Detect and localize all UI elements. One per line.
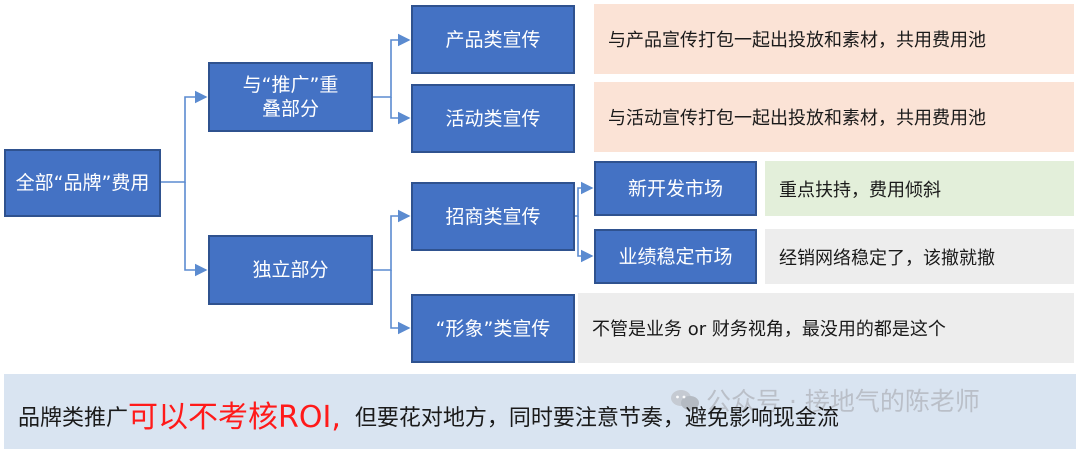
summary-highlight: 可以不考核ROI, [128,400,341,435]
watermark: 公众号 · 接地气的陈老师 [670,382,980,418]
image-note: 不管是业务 or 财务视角，最没用的都是这个 [578,293,1074,363]
summary-text: 品牌类推广可以不考核ROI, 但要花对地方，同时要注意节奏，避免影响现金流 [18,392,839,436]
new-market-note: 重点扶持，费用倾斜 [765,161,1074,216]
image-node: “形象”类宣传 [411,294,575,363]
activity-node: 活动类宣传 [411,84,575,153]
watermark-text: 公众号 · 接地气的陈老师 [706,387,980,416]
stable-market-note: 经销网络稳定了，该撤就撤 [765,229,1074,284]
summary-bar: 公众号 · 接地气的陈老师 品牌类推广可以不考核ROI, 但要花对地方，同时要注… [4,374,1076,449]
root-node: 全部“品牌”费用 [4,149,161,217]
wechat-icon [671,390,699,410]
stable-market-node: 业绩稳定市场 [594,229,757,284]
overlap-node: 与“推广”重叠部分 [208,62,373,132]
new-market-node: 新开发市场 [594,161,757,216]
product-note: 与产品宣传打包一起出投放和素材，共用费用池 [594,4,1074,74]
independent-node: 独立部分 [208,235,373,305]
product-node: 产品类宣传 [411,5,575,74]
summary-suffix: 但要花对地方，同时要注意节奏，避免影响现金流 [340,406,839,431]
investment-node: 招商类宣传 [411,182,575,251]
activity-note: 与活动宣传打包一起出投放和素材，共用费用池 [594,82,1074,152]
summary-prefix: 品牌类推广 [18,406,129,431]
